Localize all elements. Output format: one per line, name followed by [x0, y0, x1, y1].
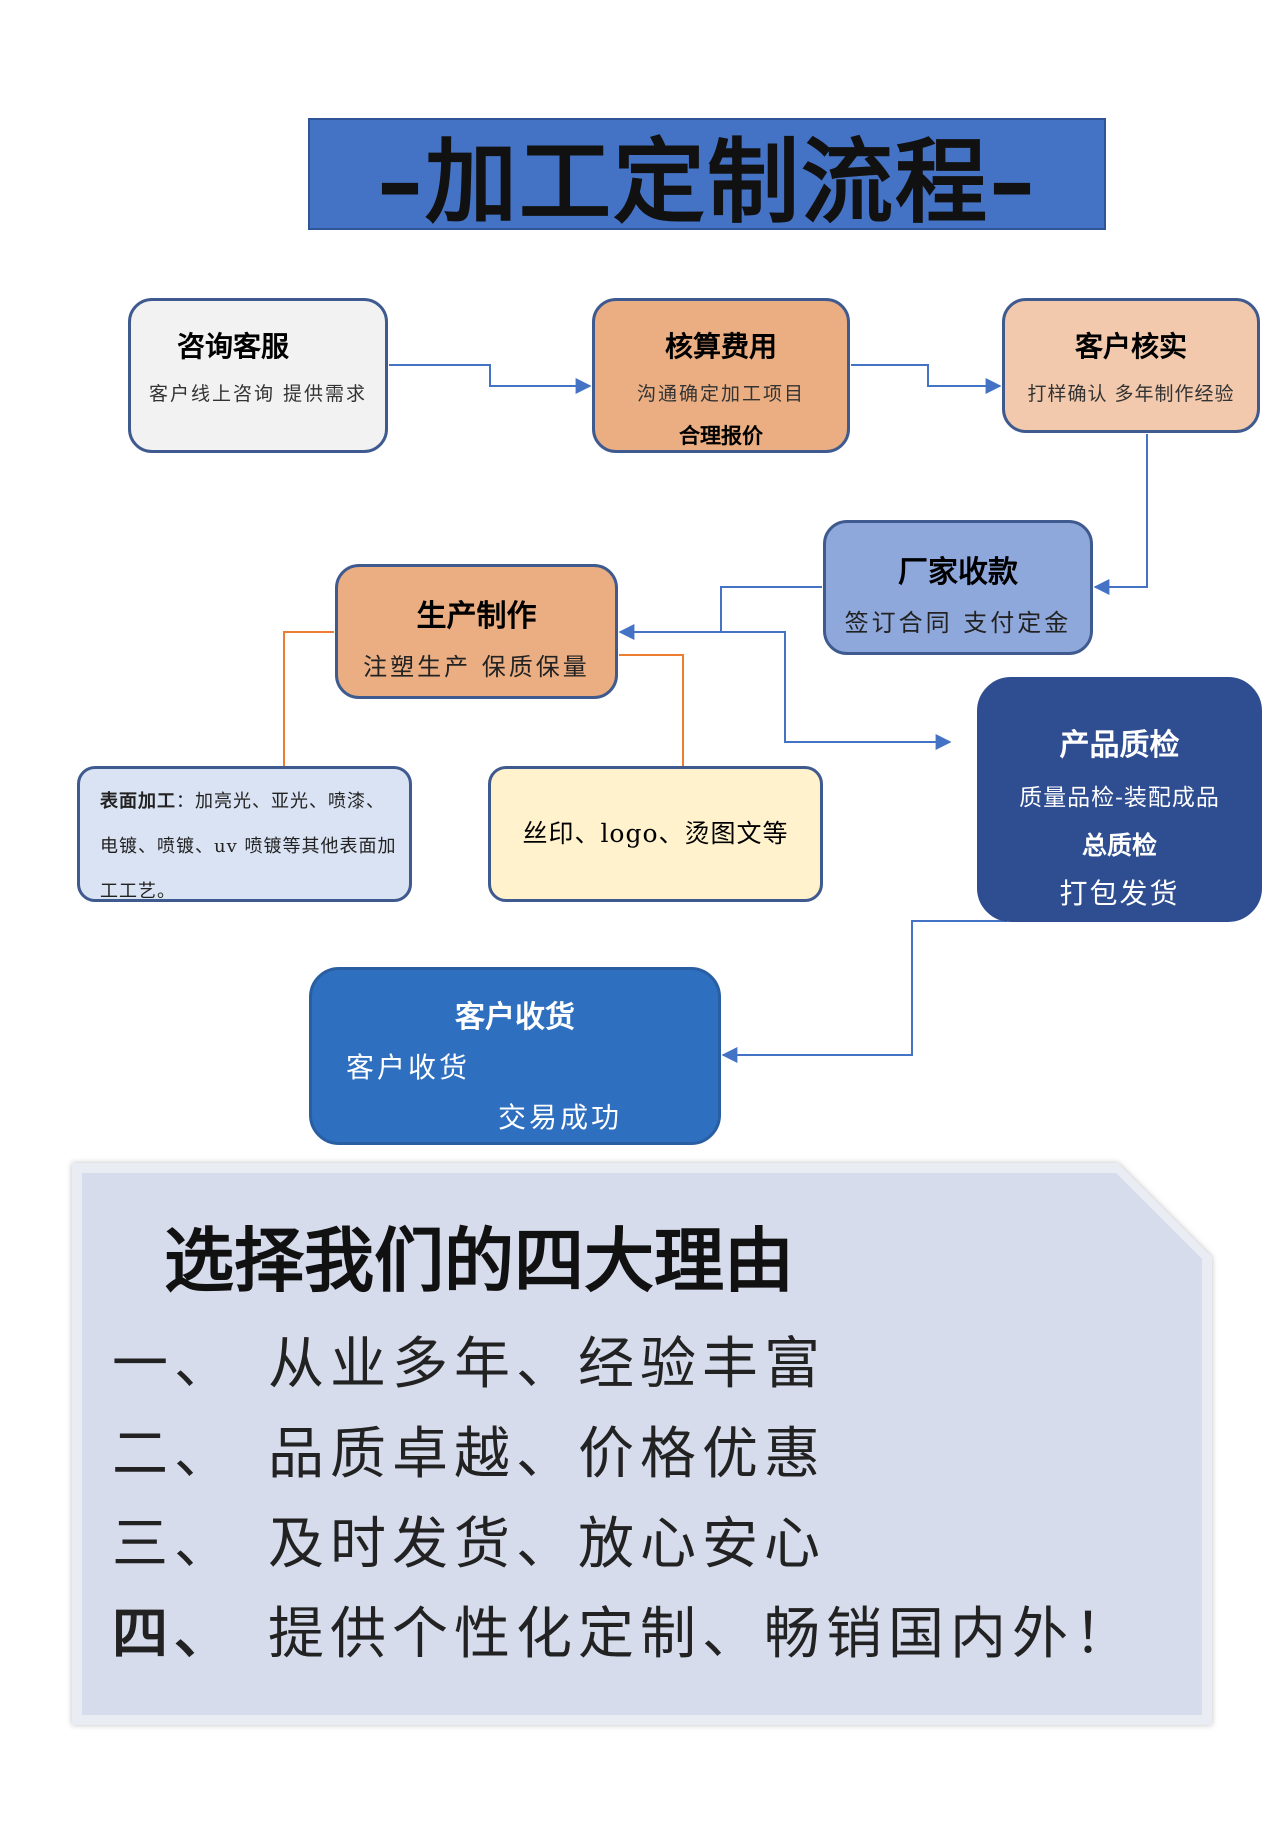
reasons-title: 选择我们的四大理由: [164, 1220, 794, 1302]
node-qc: 产品质检 质量品检-装配成品 总质检 打包发货: [977, 677, 1262, 922]
reason-item-3-text: 及时发货、放心安心: [268, 1512, 826, 1577]
node-receive: 客户收货 客户收货 交易成功: [309, 967, 721, 1145]
node-quote: 核算费用 沟通确定加工项目 合理报价: [592, 298, 850, 453]
reason-item-4: 四、提供个性化定制、畅销国内外！: [112, 1589, 1136, 1670]
node-quote-line1: 沟通确定加工项目: [636, 383, 805, 405]
node-verify-line1: 打样确认 多年制作经验: [1027, 383, 1235, 405]
connector-consult-to-quote: [389, 364, 592, 394]
connector-pay-to-produce: [618, 586, 822, 640]
reasons-panel: 选择我们的四大理由 一、从业多年、经验丰富 二、品质卓越、价格优惠 三、及时发货…: [72, 1163, 1212, 1725]
node-qc-line1: 质量品检-装配成品: [1019, 785, 1220, 811]
node-receive-title: 客户收货: [455, 1000, 575, 1035]
node-produce-title: 生产制作: [416, 599, 537, 634]
connector-produce-to-qc: [700, 631, 952, 750]
reason-item-1-num: 一、: [112, 1332, 236, 1397]
connector-qc-to-receive: [721, 920, 1007, 1063]
reason-item-3: 三、及时发货、放心安心: [112, 1499, 826, 1580]
node-surface-text-block: 表面加工：加亮光、亚光、喷漆、电镀、喷镀、uv 喷镀等其他表面加工工艺。: [80, 769, 409, 902]
node-verify: 客户核实 打样确认 多年制作经验: [1002, 298, 1260, 433]
reason-item-2: 二、品质卓越、价格优惠: [112, 1409, 826, 1490]
reason-item-4-num: 四、: [112, 1601, 236, 1667]
node-receive-line2: 交易成功: [498, 1101, 623, 1134]
connector-produce-to-surface: [283, 631, 334, 766]
node-pay-line1: 签订合同 支付定金: [844, 609, 1072, 637]
node-consult-title: 咨询客服: [176, 330, 289, 363]
node-consult: 咨询客服 客户线上咨询 提供需求: [128, 298, 388, 453]
title-banner: –加工定制流程–: [308, 118, 1106, 236]
node-produce: 生产制作 注塑生产 保质保量: [335, 564, 618, 699]
reason-item-3-num: 三、: [112, 1512, 236, 1577]
node-pay: 厂家收款 签订合同 支付定金: [823, 520, 1093, 655]
reason-item-1-text: 从业多年、经验丰富: [268, 1332, 826, 1397]
node-qc-line2: 总质检: [1081, 831, 1157, 860]
node-surface: 表面加工：加亮光、亚光、喷漆、电镀、喷镀、uv 喷镀等其他表面加工工艺。: [77, 766, 412, 902]
node-consult-line1: 客户线上咨询 提供需求: [148, 383, 368, 405]
reason-item-2-text: 品质卓越、价格优惠: [268, 1422, 826, 1487]
node-verify-title: 客户核实: [1074, 330, 1187, 363]
node-receive-line1: 客户收货: [346, 1051, 471, 1084]
node-pay-title: 厂家收款: [898, 555, 1018, 590]
node-quote-title: 核算费用: [664, 330, 777, 363]
node-quote-line2: 合理报价: [679, 423, 763, 448]
connector-verify-to-pay: [1093, 434, 1148, 595]
page-title: –加工定制流程–: [376, 128, 1037, 236]
connector-produce-to-print: [619, 654, 684, 766]
reason-item-1: 一、从业多年、经验丰富: [112, 1319, 826, 1400]
node-print: 丝印、logo、烫图文等: [488, 766, 823, 902]
reasons-panel-body: 选择我们的四大理由 一、从业多年、经验丰富 二、品质卓越、价格优惠 三、及时发货…: [82, 1173, 1202, 1715]
node-produce-line1: 注塑生产 保质保量: [363, 653, 590, 681]
reason-item-2-num: 二、: [112, 1422, 236, 1487]
connector-quote-to-verify: [851, 364, 1002, 394]
node-surface-label: 表面加工: [100, 791, 176, 812]
node-surface-text: ：加亮光、亚光、喷漆、电镀、喷镀、uv 喷镀等其他表面加工工艺。: [100, 791, 397, 902]
reason-item-4-text: 提供个性化定制、畅销国内外！: [268, 1602, 1136, 1667]
node-qc-title: 产品质检: [1059, 728, 1180, 763]
node-print-text: 丝印、logo、烫图文等: [522, 819, 789, 848]
node-qc-line3: 打包发货: [1059, 877, 1180, 910]
